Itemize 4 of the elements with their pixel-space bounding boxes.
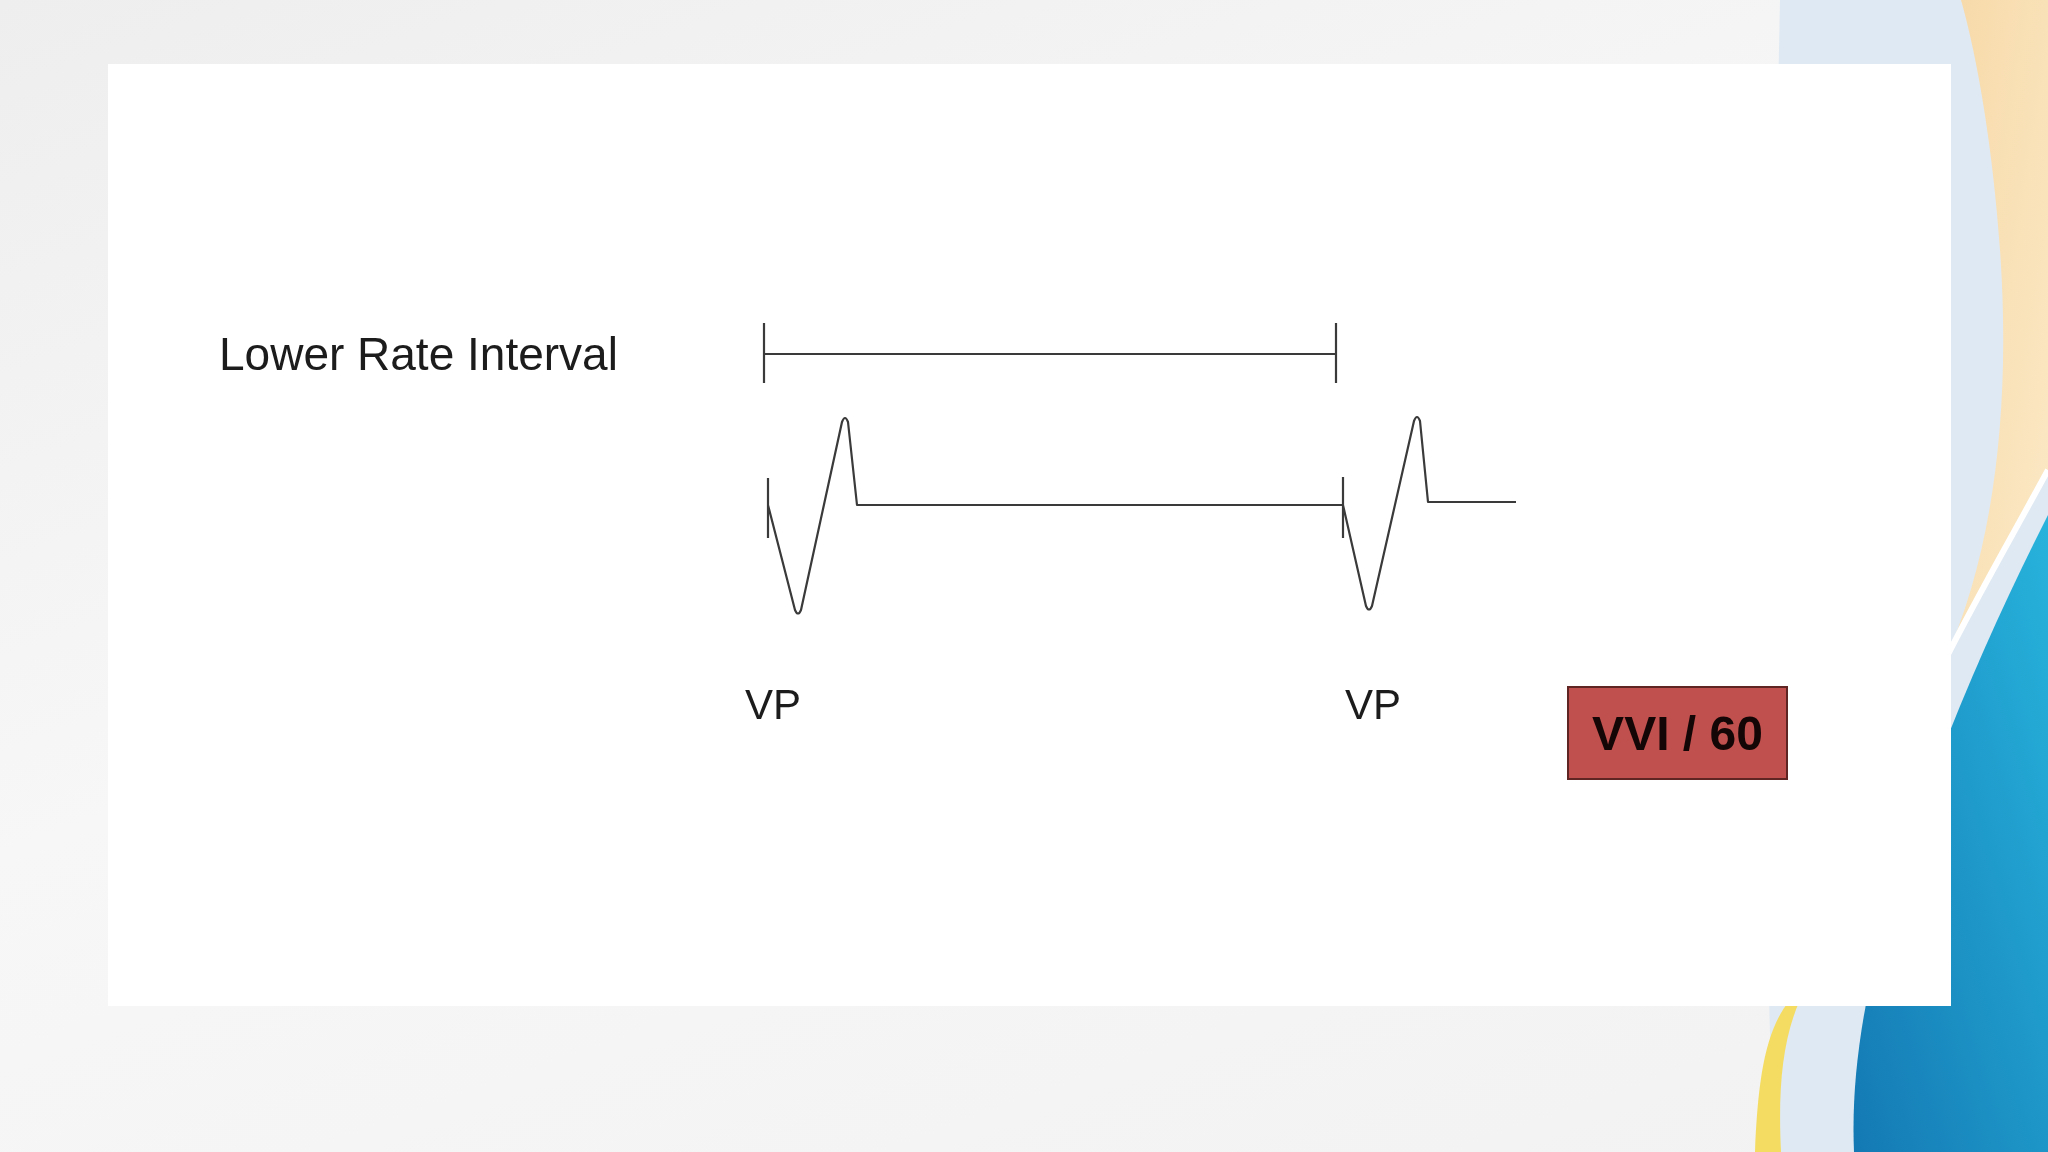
mode-box: VVI / 60 [1567,686,1788,780]
axis-label: Lower Rate Interval [219,328,618,381]
event-label: VP [1345,681,1402,730]
event-label: VP [745,681,802,730]
